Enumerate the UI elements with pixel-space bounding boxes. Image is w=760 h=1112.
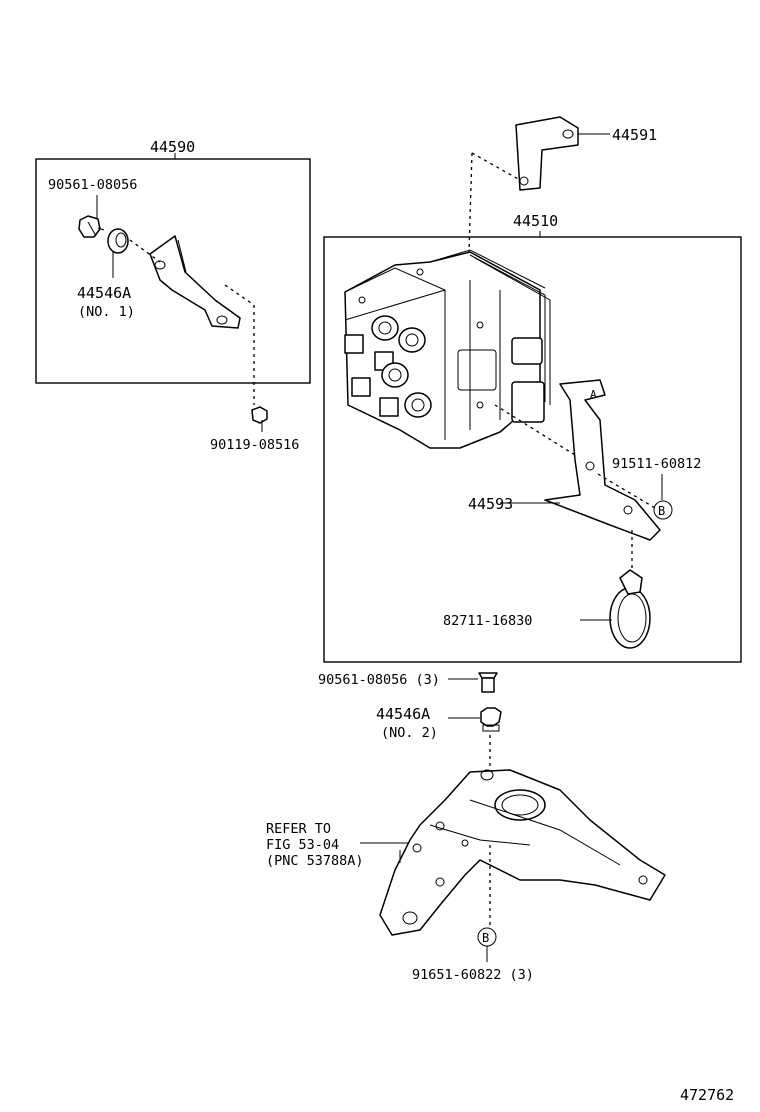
- bracket-44593-part: A: [544, 379, 661, 541]
- diagram-number: 472762: [680, 1086, 734, 1104]
- label-44546A-no1: 44546A: [77, 284, 131, 302]
- callout-b-bottom: B: [482, 931, 489, 945]
- refer-line-2: FIG 53-04: [266, 837, 339, 853]
- assembly-44510-box: 44510: [323, 212, 742, 663]
- cushion-no2-part: 44546A (NO. 2): [376, 705, 502, 741]
- clamp-82711-part: 82711-16830: [443, 569, 651, 649]
- callout-b-top: B: [658, 504, 665, 518]
- label-91651-60822-3: 91651-60822 (3): [412, 967, 534, 983]
- label-44546A-no2: 44546A: [376, 705, 430, 723]
- assembly-44590-box: 44590: [35, 138, 311, 384]
- bracket-44590-part: [149, 235, 241, 329]
- label-no2: (NO. 2): [381, 725, 438, 741]
- label-90119-08516: 90119-08516: [210, 437, 299, 453]
- label-44591: 44591: [612, 126, 657, 144]
- label-90561-08056-top: 90561-08056: [48, 177, 137, 193]
- label-no1: (NO. 1): [78, 304, 135, 320]
- bracket-44591-part: 44591: [515, 116, 657, 191]
- abs-actuator-44510-part: [344, 249, 551, 449]
- label-82711-16830: 82711-16830: [443, 613, 532, 629]
- refer-note: REFER TO FIG 53-04 (PNC 53788A): [266, 821, 408, 869]
- bolt-90561-top-part: 90561-08056: [48, 177, 137, 238]
- label-44590: 44590: [150, 138, 195, 156]
- bolt-90119-part: 90119-08516: [210, 406, 299, 453]
- refer-line-3: (PNC 53788A): [266, 853, 364, 869]
- suspension-member-part: [379, 769, 666, 936]
- refer-line-1: REFER TO: [266, 821, 331, 837]
- bolt-91511-callout: 91511-60812 B: [597, 456, 701, 520]
- label-44593: 44593: [468, 495, 513, 513]
- cushion-no1-part: 44546A (NO. 1): [77, 228, 135, 320]
- label-90561-08056-3: 90561-08056 (3): [318, 672, 440, 688]
- bolt-90561-bottom-part: 90561-08056 (3): [318, 672, 498, 693]
- bolt-91651-callout: B 91651-60822 (3): [412, 927, 534, 983]
- label-91511-60812: 91511-60812: [612, 456, 701, 472]
- callout-a: A: [590, 388, 597, 401]
- label-44510: 44510: [513, 212, 558, 230]
